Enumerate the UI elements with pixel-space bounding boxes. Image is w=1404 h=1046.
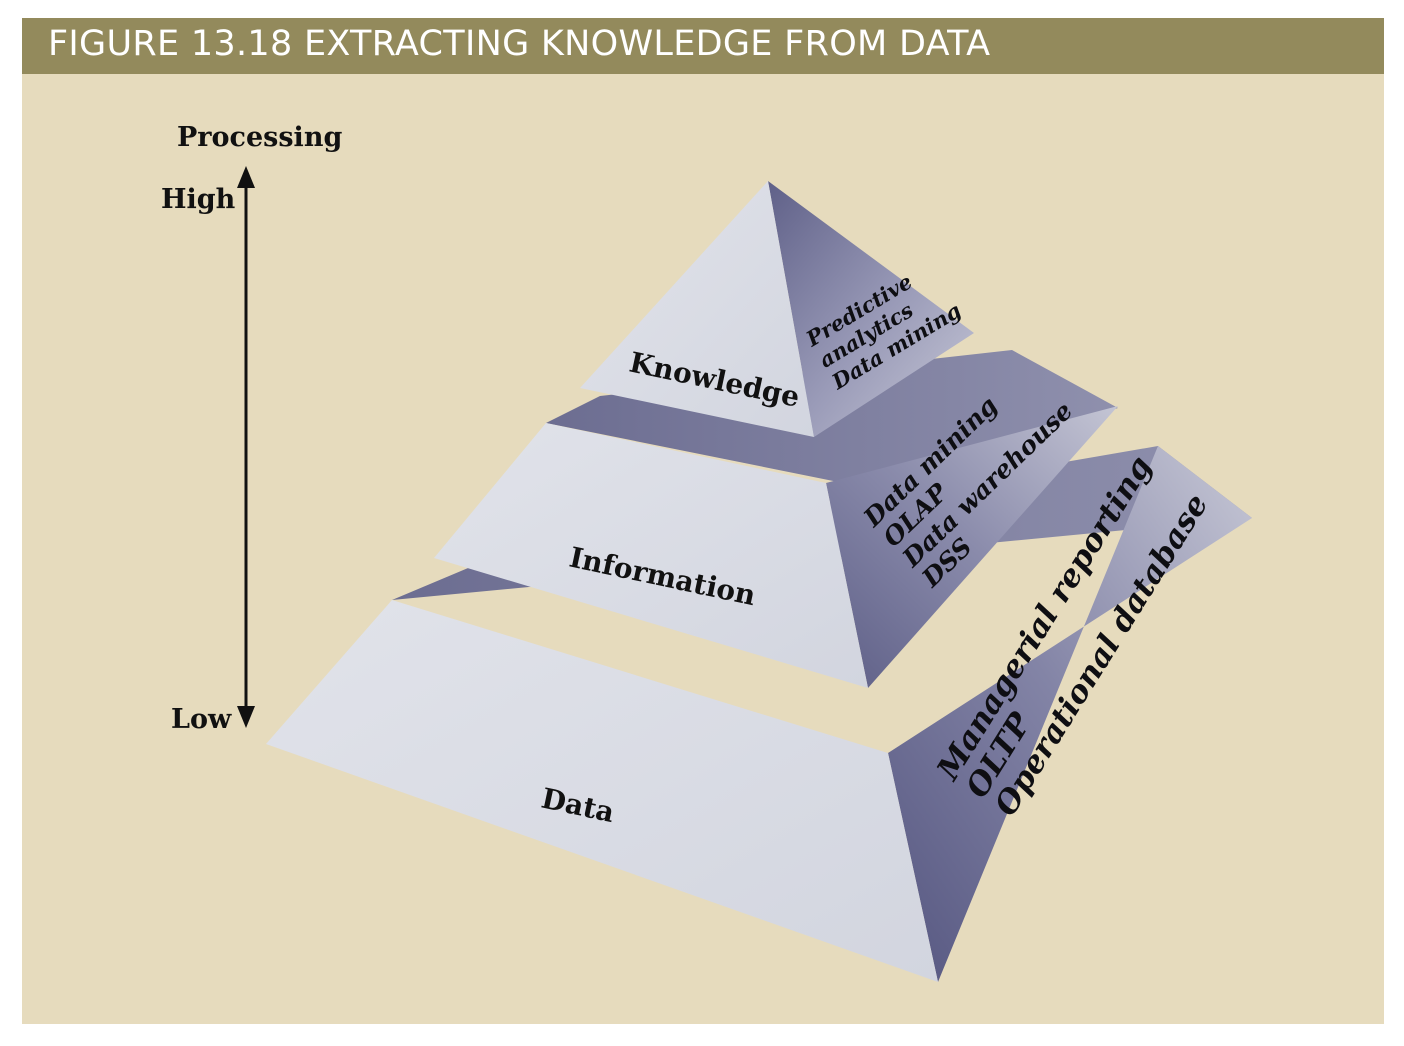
- axis-title: Processing: [177, 122, 342, 153]
- tier-knowledge-front-face: [580, 181, 814, 437]
- figure-title: FIGURE 13.18 EXTRACTING KNOWLEDGE FROM D…: [48, 24, 991, 64]
- figure-banner: FIGURE 13.18 EXTRACTING KNOWLEDGE FROM D…: [22, 18, 1384, 74]
- axis-high-label: High: [161, 184, 236, 215]
- tier-information-side-face: [826, 406, 1118, 688]
- tier-data-front-face: [266, 600, 938, 982]
- axis-low-label: Low: [171, 704, 232, 735]
- axis-arrow-up-icon: [237, 166, 255, 188]
- tier-knowledge: [580, 181, 974, 437]
- processing-axis: Processing High Low: [161, 122, 342, 735]
- axis-arrow-down-icon: [237, 706, 255, 728]
- tier-information: [434, 350, 1118, 688]
- tier-knowledge-side-face: [768, 181, 974, 437]
- tier-data-side-face: [888, 446, 1252, 982]
- tier-information-front-face: [434, 423, 868, 688]
